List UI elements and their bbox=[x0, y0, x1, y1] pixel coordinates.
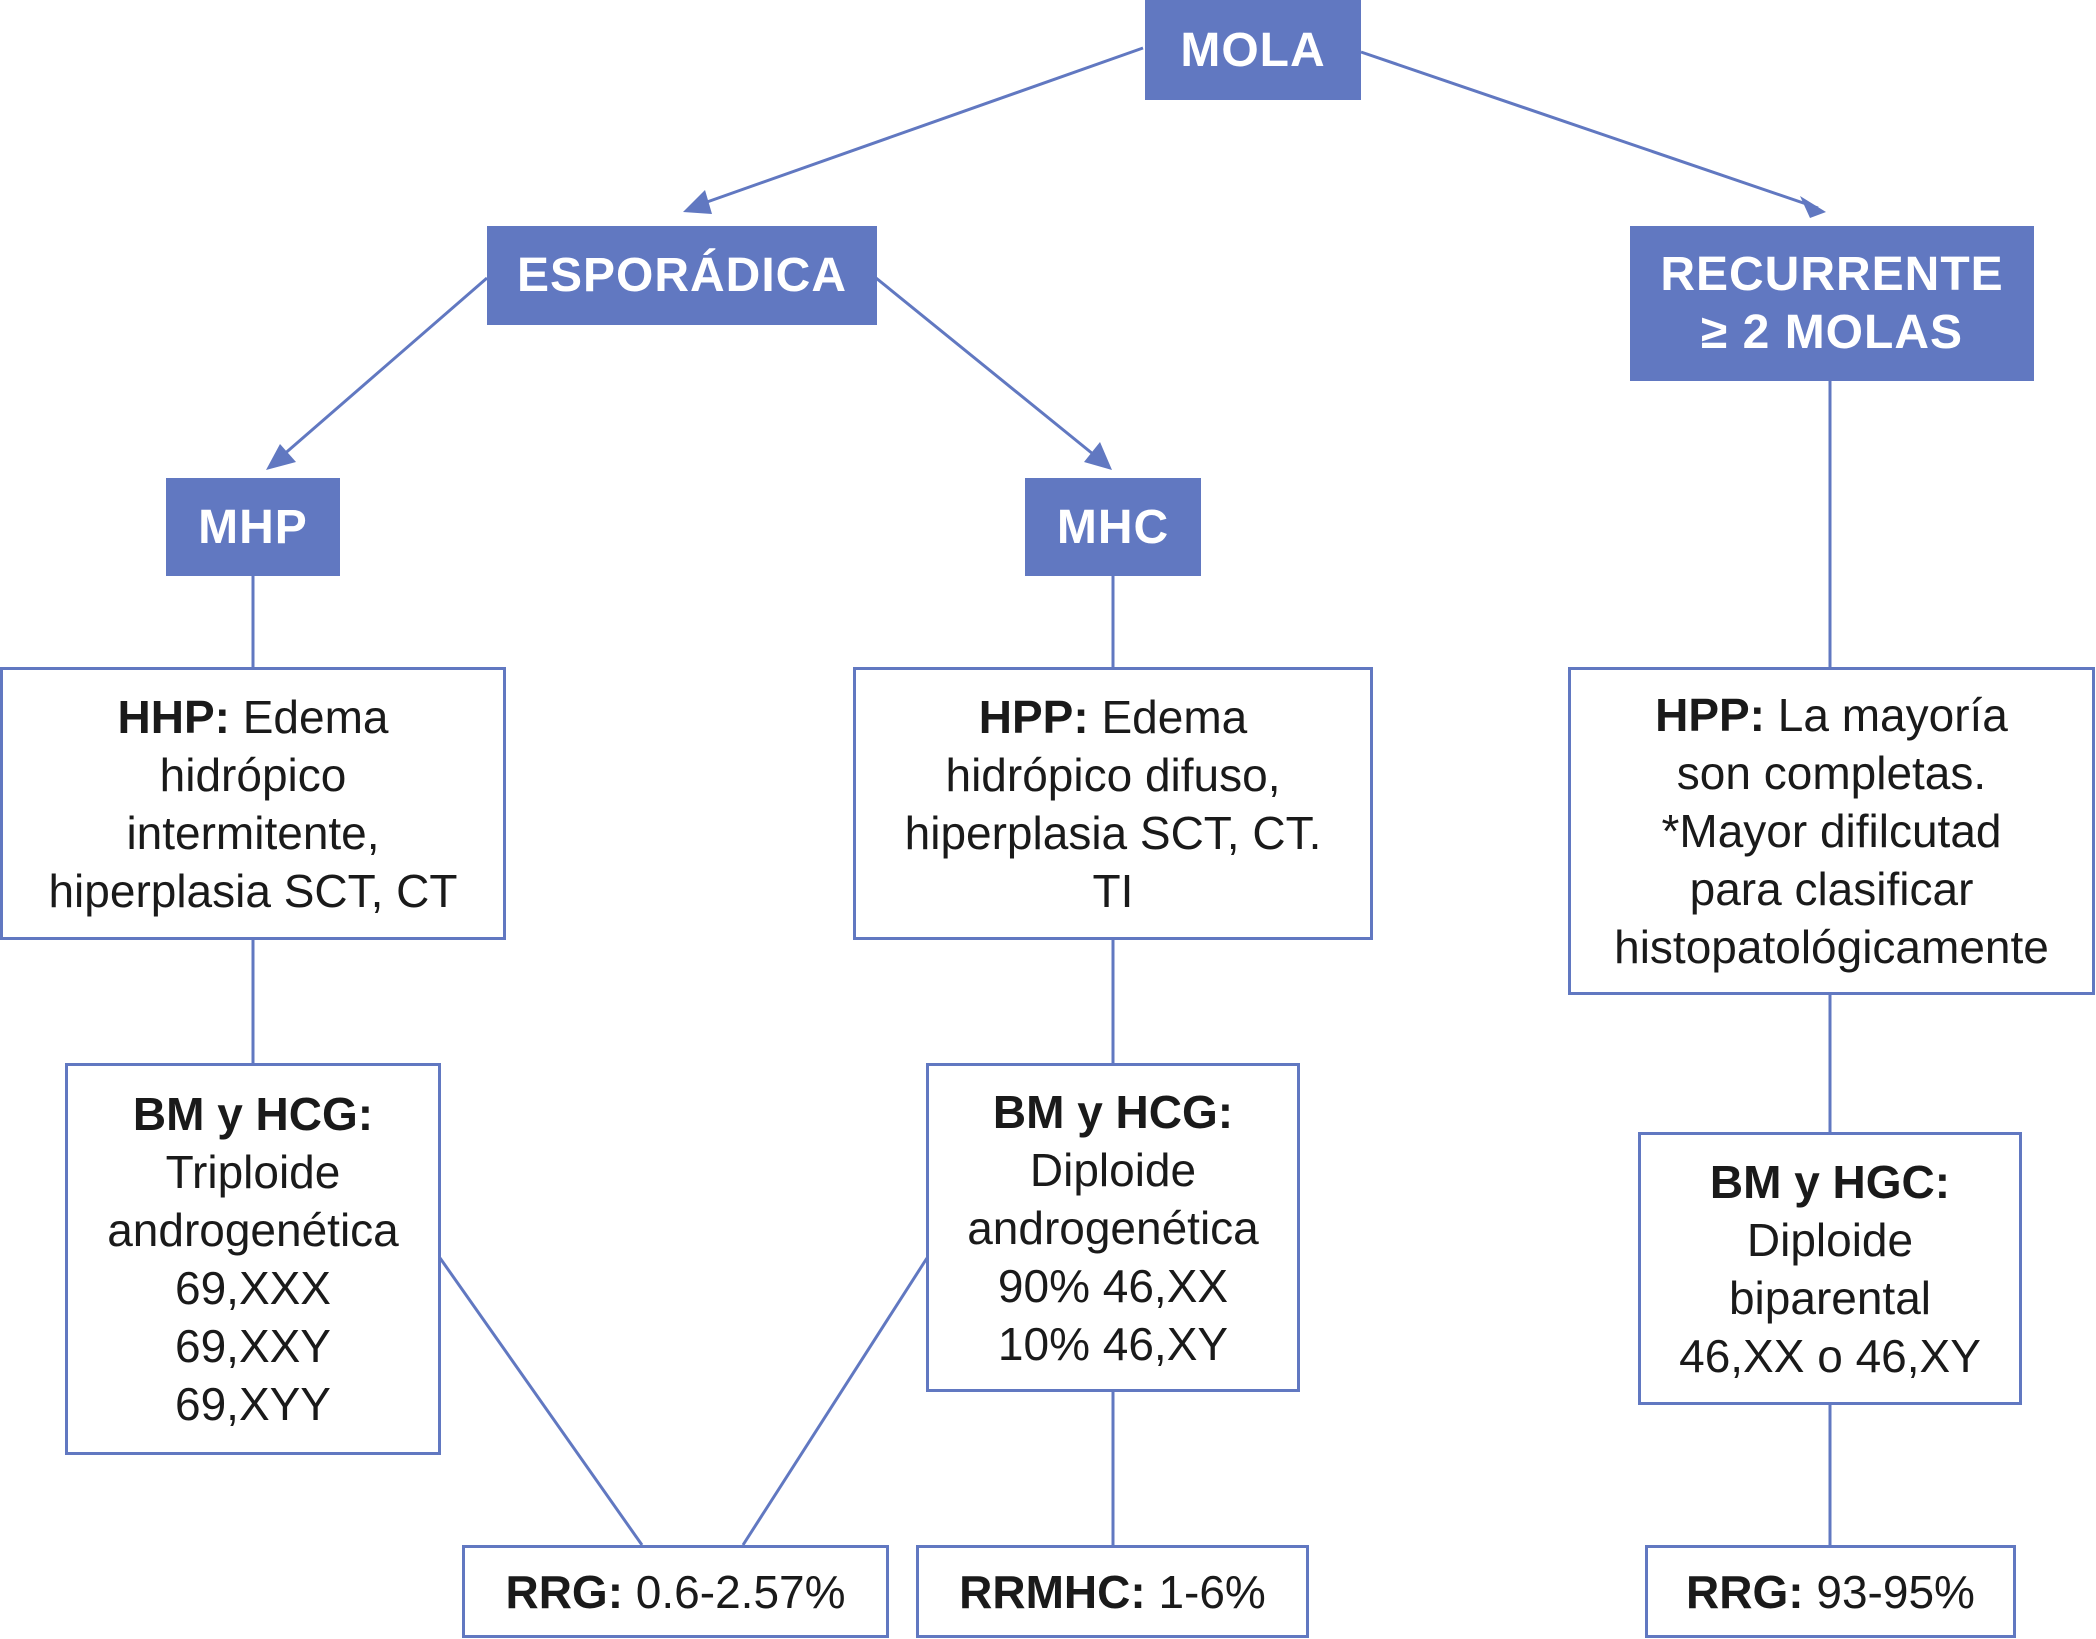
arrowhead-mhc bbox=[1084, 442, 1112, 470]
hpp-mhc-line2: hidrópico difuso, bbox=[945, 748, 1281, 801]
hpp-rec-line2: son completas. bbox=[1676, 747, 1987, 799]
bm-rec-line2: biparental bbox=[1728, 1271, 1932, 1324]
arrowhead-mhp bbox=[266, 444, 296, 470]
box-bm-mhp: BM y HCG: Triploide androgenética 69,XXX… bbox=[65, 1063, 441, 1455]
box-hhp: HHP: Edema hidrópico intermitente, hiper… bbox=[0, 667, 506, 940]
hhp-label: HHP: bbox=[117, 690, 230, 743]
hpp-rec-line1: La mayoría bbox=[1765, 689, 2008, 741]
arrowhead-recurrente bbox=[1800, 196, 1826, 218]
recurrente-label: RECURRENTE bbox=[1660, 247, 2004, 301]
hpp-rec-label: HPP: bbox=[1655, 689, 1765, 741]
hpp-rec-line4: para clasificar bbox=[1689, 863, 1974, 915]
hhp-line2: hidrópico bbox=[159, 748, 347, 801]
hpp-mhc-label: HPP: bbox=[978, 690, 1089, 743]
mola-label: MOLA bbox=[1180, 23, 1326, 77]
bm-mhp-line2: androgenética bbox=[107, 1204, 399, 1256]
line-bm-mhc-to-rrg bbox=[741, 1257, 929, 1546]
bm-rec-line1: Diploide bbox=[1746, 1213, 1914, 1266]
arrow-esporadica-to-mhp bbox=[273, 276, 488, 465]
node-mhp: MHP bbox=[166, 478, 340, 576]
bm-mhp-line5: 69,XYY bbox=[175, 1378, 331, 1430]
line-bm-mhp-to-rrg bbox=[438, 1257, 644, 1546]
bm-rec-line3: 46,XX o 46,XY bbox=[1679, 1329, 1981, 1382]
rrg-sporadic-value: 0.6-2.57% bbox=[623, 1565, 846, 1618]
recurrente-sublabel: ≥ 2 MOLAS bbox=[1700, 305, 1964, 359]
box-rrmhc: RRMHC: 1-6% bbox=[916, 1545, 1309, 1638]
bm-mhc-line4: 10% 46,XY bbox=[997, 1317, 1229, 1370]
bm-mhp-label: BM y HCG: bbox=[132, 1088, 374, 1140]
rrg-rec-value: 93-95% bbox=[1803, 1565, 1975, 1618]
box-hpp-recurrente: HPP: La mayoría son completas. *Mayor di… bbox=[1568, 667, 2095, 995]
bm-rec-label: BM y HGC: bbox=[1709, 1155, 1951, 1208]
node-esporadica: ESPORÁDICA bbox=[487, 226, 877, 325]
arrow-esporadica-to-mhc bbox=[875, 276, 1105, 465]
rrmhc-label: RRMHC: bbox=[959, 1565, 1146, 1618]
rrg-rec-label: RRG: bbox=[1686, 1565, 1804, 1618]
hpp-mhc-line3: hiperplasia SCT, CT. bbox=[904, 806, 1322, 859]
node-mhc: MHC bbox=[1025, 478, 1201, 576]
bm-mhp-line4: 69,XXY bbox=[175, 1320, 331, 1372]
hpp-rec-line3: *Mayor difilcutad bbox=[1661, 805, 2002, 857]
hhp-line4: hiperplasia SCT, CT bbox=[48, 864, 458, 917]
esporadica-label: ESPORÁDICA bbox=[516, 249, 848, 302]
node-mola: MOLA bbox=[1145, 0, 1361, 100]
mhp-label: MHP bbox=[198, 500, 308, 554]
box-hpp-mhc: HPP: Edema hidrópico difuso, hiperplasia… bbox=[853, 667, 1373, 940]
bm-mhc-line2: androgenética bbox=[967, 1201, 1259, 1254]
arrow-mola-to-recurrente bbox=[1360, 50, 1819, 210]
hhp-line3: intermitente, bbox=[126, 806, 380, 859]
hpp-rec-line5: histopatológicamente bbox=[1614, 921, 2049, 973]
box-rrg-recurrente: RRG: 93-95% bbox=[1645, 1545, 2016, 1638]
bm-mhp-line1: Triploide bbox=[165, 1146, 341, 1198]
mhc-label: MHC bbox=[1056, 500, 1170, 554]
node-recurrente: RECURRENTE ≥ 2 MOLAS bbox=[1630, 226, 2034, 381]
hpp-mhc-line4: TI bbox=[1092, 864, 1134, 917]
hpp-mhc-line1: Edema bbox=[1088, 690, 1248, 743]
rrg-sporadic-label: RRG: bbox=[505, 1565, 624, 1618]
box-rrg-esporadica: RRG: 0.6-2.57% bbox=[462, 1545, 889, 1638]
rrmhc-value: 1-6% bbox=[1145, 1565, 1266, 1618]
hhp-line1: Edema bbox=[229, 690, 389, 743]
bm-mhc-line3: 90% 46,XX bbox=[997, 1259, 1229, 1312]
bm-mhp-line3: 69,XXX bbox=[175, 1262, 331, 1314]
bm-mhc-label: BM y HCG: bbox=[992, 1085, 1234, 1138]
box-bm-mhc: BM y HCG: Diploide androgenética 90% 46,… bbox=[926, 1063, 1300, 1392]
arrow-mola-to-esporadica bbox=[689, 46, 1144, 210]
arrowhead-esporadica bbox=[683, 190, 712, 214]
box-bm-recurrente: BM y HGC: Diploide biparental 46,XX o 46… bbox=[1638, 1132, 2022, 1405]
bm-mhc-line1: Diploide bbox=[1029, 1143, 1197, 1196]
